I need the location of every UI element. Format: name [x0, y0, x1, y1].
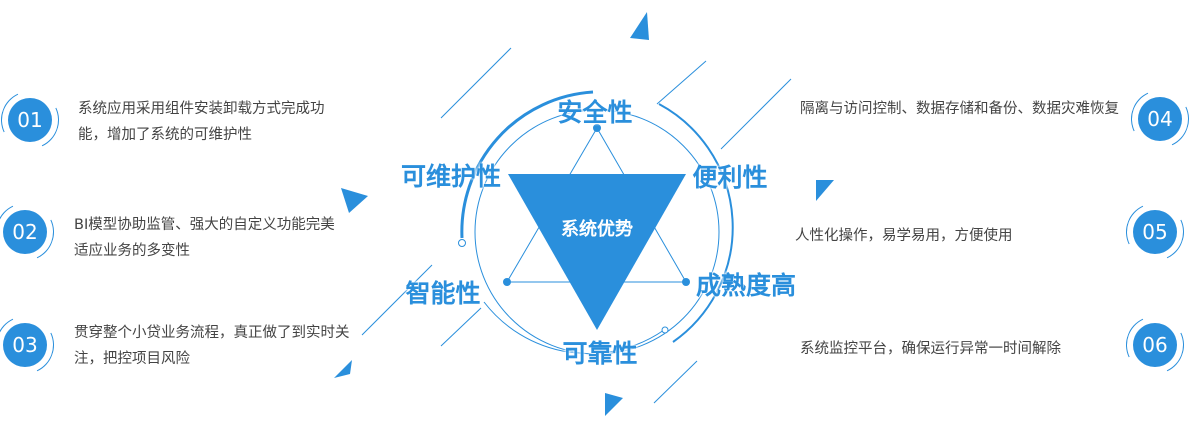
number-badge: 01	[8, 98, 52, 142]
attribute-security: 安全性	[557, 98, 633, 127]
outer-arc-right	[658, 103, 734, 343]
decor-line	[440, 307, 482, 347]
decor-triangle	[341, 188, 368, 213]
vertex-dot	[593, 124, 601, 132]
attribute-intelligence: 智能性	[405, 279, 481, 308]
decor-triangle	[630, 12, 649, 40]
attribute-reliability: 可靠性	[562, 339, 638, 368]
decor-line	[653, 360, 698, 404]
number-badge: 05	[1133, 210, 1177, 254]
item-description: 隔离与访问控制、数据存储和备份、数据灾难恢复	[800, 101, 1119, 117]
arc-end-dot	[661, 326, 669, 334]
main-circle	[474, 109, 720, 355]
decor-line	[361, 264, 433, 336]
decor-triangle	[605, 393, 623, 416]
attribute-convenience: 便利性	[692, 163, 768, 192]
item-description: 系统应用采用组件安装卸载方式完成功能，增加了系统的可维护性	[78, 101, 325, 143]
center-triangle	[508, 174, 686, 330]
vertex-dot	[503, 278, 511, 286]
item-description: BI模型协助监管、强大的自定义功能完美适应业务的多变性	[74, 217, 335, 259]
decor-triangle	[334, 360, 352, 378]
outer-arc-left	[460, 90, 594, 239]
number-badge: 02	[3, 210, 47, 254]
decor-triangle	[816, 180, 834, 201]
decor-line	[656, 60, 707, 105]
attribute-maturity: 成熟度高	[695, 271, 797, 300]
item-description: 系统监控平台，确保运行异常一时间解除	[800, 341, 1061, 357]
item-description: 贯穿整个小贷业务流程，真正做了到实时关注，把控项目风险	[74, 325, 350, 367]
number-badge: 03	[3, 323, 47, 367]
center-title: 系统优势	[561, 219, 633, 240]
number-badge: 04	[1138, 97, 1182, 141]
number-badge: 06	[1133, 323, 1177, 367]
decor-line	[720, 78, 792, 150]
vertex-dot	[682, 278, 690, 286]
outer-arc-bottom	[483, 301, 665, 355]
arc-end-dot	[458, 239, 466, 247]
item-description: 人性化操作，易学易用，方便使用	[795, 228, 1013, 244]
attribute-maintainability: 可维护性	[400, 162, 502, 191]
decor-line	[440, 47, 512, 119]
